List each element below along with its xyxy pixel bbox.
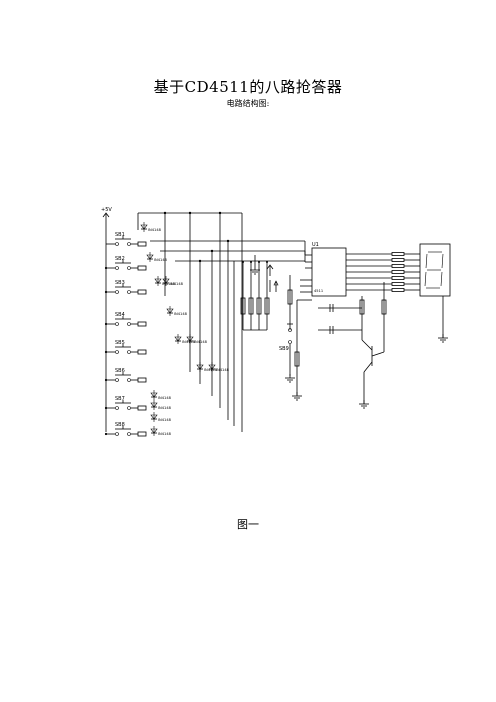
diode-8: IN4148: [196, 362, 218, 372]
diode-4: IN4148: [162, 276, 184, 286]
diode-label: IN4148: [174, 312, 188, 316]
diode-label: IN4148: [170, 282, 184, 286]
diode-5: IN4148: [166, 306, 188, 316]
button-label: SB5: [115, 340, 125, 346]
diode-1: IN4148: [140, 222, 162, 232]
resistor-2: [248, 261, 254, 330]
segment-line-4: [346, 270, 420, 274]
diode-6: IN4148: [174, 334, 196, 344]
button-row-6: SB6: [104, 368, 147, 383]
diode-9: IN4148: [208, 362, 230, 372]
segment-line-1: [346, 252, 420, 256]
diode-2: IN4148: [146, 252, 168, 262]
button-label: SB7: [115, 396, 125, 402]
diode-label: IN4148: [154, 258, 168, 262]
diode-label: IN4148: [162, 282, 176, 286]
segment-line-6: [346, 282, 420, 286]
diode-label: IN4148: [216, 368, 230, 372]
diode-3: IN4148: [154, 276, 176, 286]
button-row-4: SB4: [104, 312, 147, 327]
seven-segment-display: [419, 243, 451, 338]
diode-label: IN4148: [158, 418, 172, 422]
diode-label: IN4148: [158, 406, 172, 410]
ic-name: 4511: [314, 289, 323, 293]
ground-5: [438, 334, 448, 343]
button-label: SB8: [115, 422, 125, 428]
supply-terminal: +5V: [101, 207, 112, 232]
latch-section: SB9: [266, 264, 387, 404]
diode-label: IN4148: [148, 228, 162, 232]
page-title: 基于CD4511的八路抢答器: [153, 78, 343, 96]
button-row-3: SB3: [104, 280, 147, 295]
segment-line-2: [346, 258, 420, 262]
resistor-3: [256, 261, 262, 330]
reset-button-label: SB9: [279, 346, 289, 352]
diode-7: IN4148: [186, 334, 208, 344]
diode-label: IN4148: [158, 396, 172, 400]
diode-10: IN4148: [150, 390, 172, 400]
pull-down-resistors: [240, 261, 270, 331]
button-row-1: SB1: [106, 232, 147, 247]
page-subtitle: 电路结构图:: [226, 99, 270, 108]
diode-12: IN4148: [150, 412, 172, 422]
ground-1: [250, 266, 260, 275]
cd4511-ic: U1 4511: [300, 241, 347, 297]
button-row-5: SB5: [104, 340, 147, 355]
button-label: SB3: [115, 280, 125, 286]
diode-label: IN4148: [158, 432, 172, 436]
button-label: SB2: [115, 256, 125, 262]
supply-label: +5V: [101, 207, 112, 213]
segment-outputs: [346, 252, 420, 292]
resistor-4: [264, 261, 270, 330]
diode-13: IN4148: [150, 426, 172, 436]
diode-label: IN4148: [204, 368, 218, 372]
diode-11: IN4148: [150, 400, 172, 410]
diode-label: IN4148: [194, 340, 208, 344]
ic-label: U1: [312, 242, 319, 248]
segment-line-3: [346, 264, 420, 268]
diode-label: IN4148: [182, 340, 196, 344]
button-label: SB6: [115, 368, 125, 374]
button-label: SB1: [115, 232, 125, 238]
segment-line-7: [346, 288, 420, 292]
segment-line-5: [346, 276, 420, 280]
button-row-2: SB2: [104, 256, 147, 271]
figure-caption: 图一: [237, 518, 259, 531]
button-label: SB4: [115, 312, 125, 318]
resistor-1: [240, 261, 246, 330]
button-row-8: SB8: [104, 422, 147, 437]
button-row-7: SB7: [104, 396, 147, 411]
